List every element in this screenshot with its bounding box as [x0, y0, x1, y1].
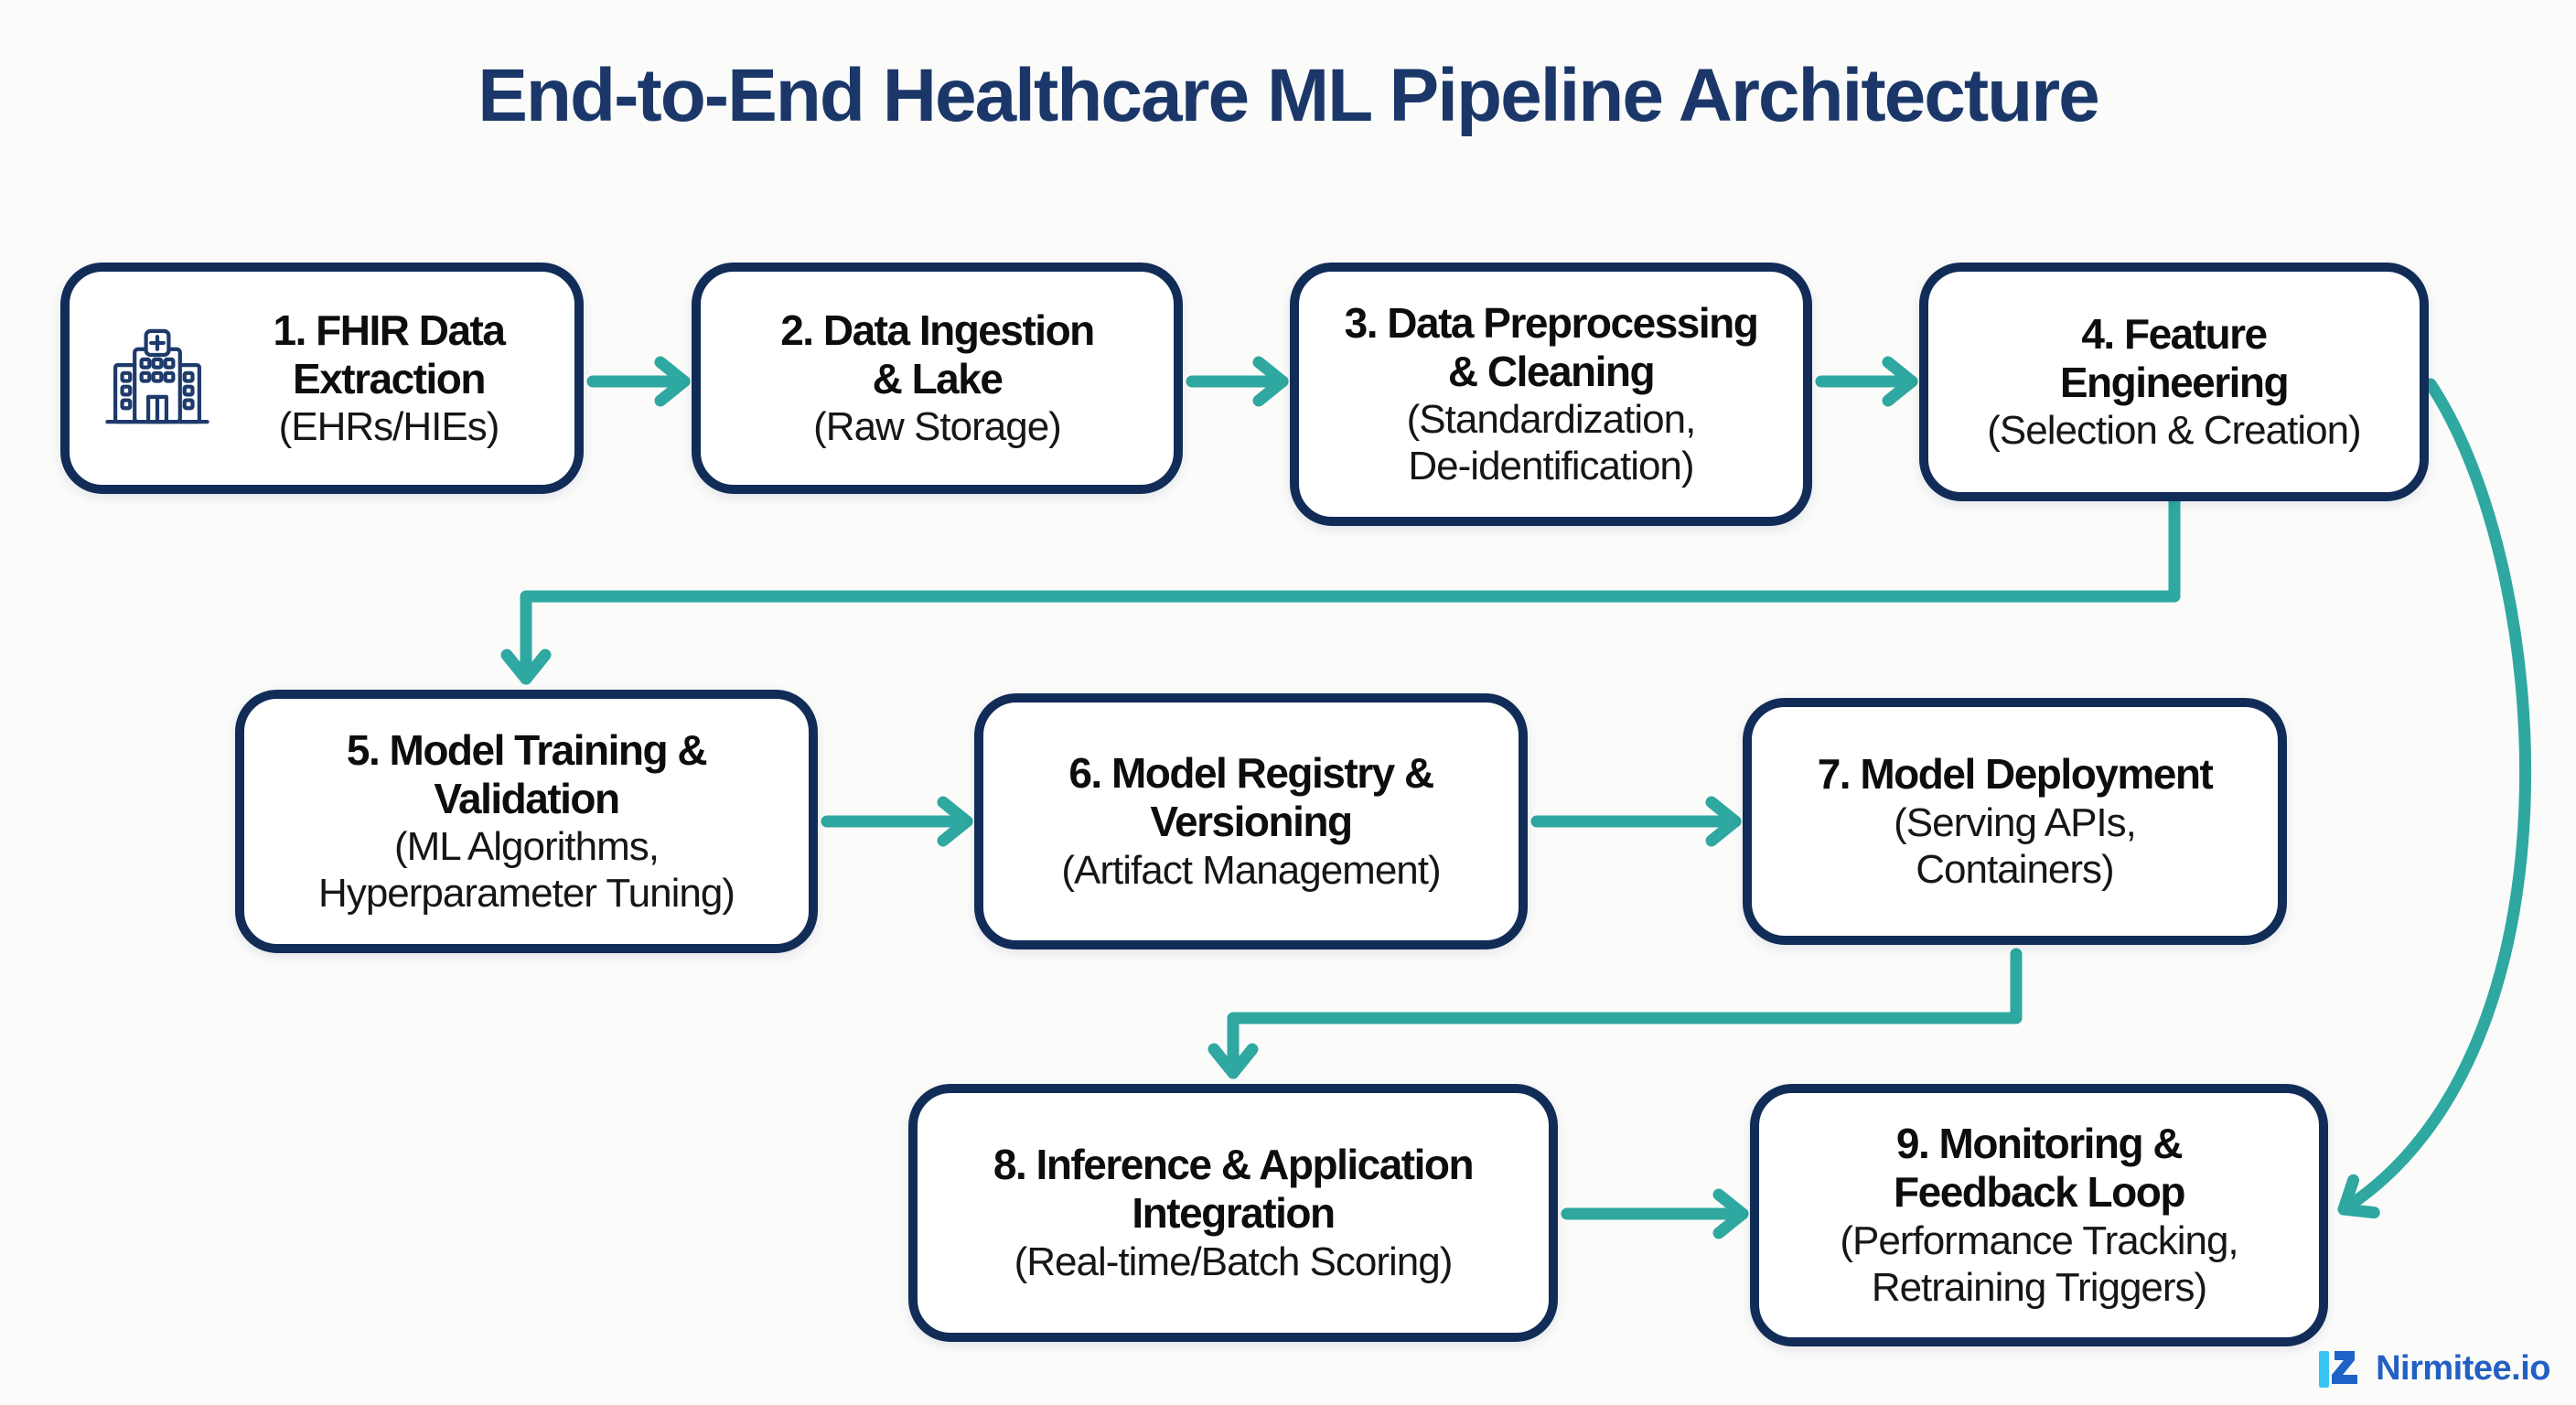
node-title: 7. Model Deployment — [1817, 750, 2214, 799]
node-subtitle: (Standardization, De-identification) — [1406, 397, 1697, 489]
node-subtitle: (Artifact Management) — [1061, 847, 1441, 893]
node-subtitle: (Raw Storage) — [813, 404, 1062, 450]
node-title: 1. FHIR Data Extraction — [273, 306, 506, 402]
node-subtitle: (ML Algorithms, Hyperparameter Tuning) — [318, 824, 735, 917]
node-monitoring-feedback-loop: 9. Monitoring & Feedback Loop (Performan… — [1750, 1084, 2328, 1346]
node-data-ingestion-lake: 2. Data Ingestion & Lake (Raw Storage) — [692, 263, 1183, 494]
node-subtitle: (Real-time/Batch Scoring) — [1014, 1239, 1454, 1284]
connector-4-9-feedback — [2337, 378, 2532, 1219]
node-title: 4. Feature Engineering — [2059, 309, 2290, 406]
node-model-training-validation: 5. Model Training & Validation (ML Algor… — [235, 690, 818, 953]
node-title: 9. Monitoring & Feedback Loop — [1894, 1120, 2185, 1217]
node-subtitle: (Performance Tracking, Retraining Trigge… — [1840, 1217, 2238, 1310]
node-subtitle: (Selection & Creation) — [1987, 408, 2361, 454]
node-fhir-data-extraction: 1. FHIR Data Extraction (EHRs/HIEs) — [60, 263, 584, 494]
node-feature-engineering: 4. Feature Engineering (Selection & Crea… — [1919, 263, 2429, 501]
brand-logo: Nirmitee.io — [2316, 1345, 2550, 1392]
node-title: 3. Data Preprocessing & Cleaning — [1344, 298, 1759, 395]
nirmitee-logo-icon — [2319, 1351, 2358, 1388]
node-title: 6. Model Registry & Versioning — [1068, 749, 1434, 846]
connector-4-5 — [500, 495, 2181, 685]
hospital-icon — [105, 328, 209, 424]
node-model-deployment: 7. Model Deployment (Serving APIs, Conta… — [1743, 698, 2287, 945]
node-model-registry-versioning: 6. Model Registry & Versioning (Artifact… — [974, 693, 1528, 949]
node-subtitle: (Serving APIs, Containers) — [1894, 799, 2137, 892]
connector-7-8 — [1208, 948, 2023, 1079]
node-title: 8. Inference & Application Integration — [993, 1141, 1475, 1238]
node-subtitle: (EHRs/HIEs) — [278, 404, 500, 450]
brand-name: Nirmitee.io — [2376, 1348, 2550, 1388]
node-data-preprocessing-cleaning: 3. Data Preprocessing & Cleaning (Standa… — [1290, 263, 1812, 526]
node-inference-application-integration: 8. Inference & Application Integration (… — [908, 1084, 1558, 1342]
page-title: End-to-End Healthcare ML Pipeline Archit… — [478, 54, 2100, 137]
node-title: 5. Model Training & Validation — [346, 725, 708, 822]
node-title: 2. Data Ingestion & Lake — [780, 306, 1095, 402]
